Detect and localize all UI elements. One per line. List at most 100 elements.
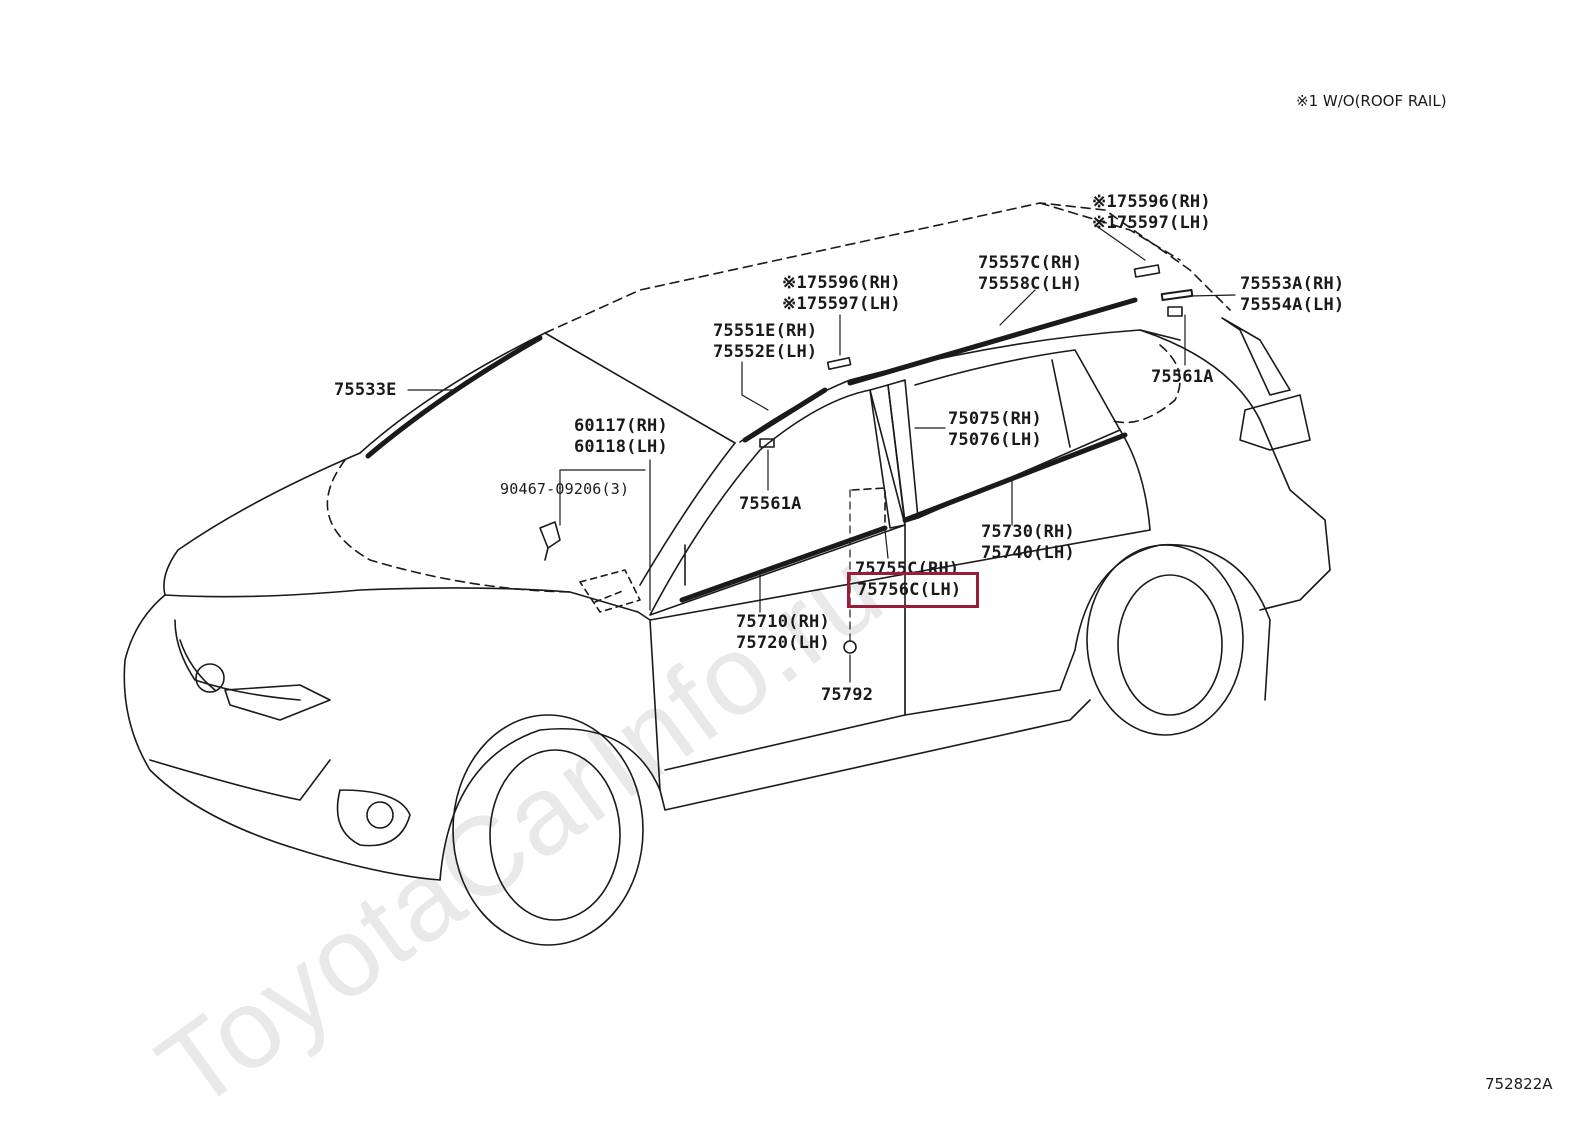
parts-diagram: ToyotaCarInfo.ru xyxy=(123,92,1553,1133)
b-pillar xyxy=(869,384,906,529)
grille-2 xyxy=(179,639,216,691)
headlight-circle xyxy=(195,663,225,693)
lower-bumper xyxy=(149,759,331,801)
rear-window xyxy=(914,349,1121,519)
fog-housing xyxy=(336,789,411,847)
label-90467: 90467-09206(3) xyxy=(500,479,629,500)
leader-75755 xyxy=(884,529,889,559)
part-75558: 75558C(LH) xyxy=(978,274,1083,294)
leader-90467 xyxy=(559,469,646,526)
rear-bumper xyxy=(1259,569,1331,611)
label-75561a: 75561A xyxy=(739,494,802,515)
front-rim xyxy=(489,749,621,921)
clip-90467 xyxy=(539,521,561,561)
highlight-75756 xyxy=(847,572,979,608)
part-75792: 75792 xyxy=(821,685,874,705)
label-75792: 75792 xyxy=(821,685,873,706)
label-75730: 75730(RH) 75740(LH) xyxy=(981,522,1075,564)
body-line xyxy=(649,529,1151,621)
part-75075: 75075(RH) xyxy=(948,409,1042,429)
part-75551: 75551E(RH) xyxy=(713,321,818,341)
part-75553: 75553A(RH) xyxy=(1240,274,1345,294)
mirror-base xyxy=(579,569,641,613)
rear-quarter xyxy=(1139,329,1331,571)
label-60117: 60117(RH) 60118(LH) xyxy=(574,416,668,458)
vehicle-drawing xyxy=(123,202,1331,946)
leader-75557 xyxy=(999,289,1036,326)
part-75755: 75755C(RH) xyxy=(855,559,960,573)
label-75596b: ※175596(RH) ※175597(LH) xyxy=(1092,192,1211,234)
rear-glass xyxy=(1221,317,1291,396)
leader-75551 xyxy=(741,361,769,411)
part-75596b: ※175596(RH) xyxy=(1092,192,1211,212)
rear-window-pillar xyxy=(1051,359,1071,448)
label-75596a: ※175596(RH) ※175597(LH) xyxy=(782,273,901,315)
label-75561b: 75561A xyxy=(1151,367,1214,388)
b-pillar-garnish xyxy=(887,379,919,523)
label-75551: 75551E(RH) 75552E(LH) xyxy=(713,321,817,363)
roof-clip-2 xyxy=(1133,264,1161,278)
roof-clip-1 xyxy=(826,356,852,370)
rear-door-body xyxy=(904,649,1076,716)
part-75076: 75076(LH) xyxy=(948,430,1042,450)
a-pillar-base xyxy=(637,611,661,791)
b-pillar-dash xyxy=(851,487,886,529)
rear-rim xyxy=(1117,574,1223,716)
part-75561a: 75561A xyxy=(739,494,802,514)
part-75554: 75554A(LH) xyxy=(1240,295,1345,315)
part-75720: 75720(LH) xyxy=(736,633,830,653)
rear-quarter-2 xyxy=(1119,429,1151,531)
roof-molding xyxy=(847,297,1138,386)
part-75756: 75756C(LH) xyxy=(857,580,962,600)
rear-lamp xyxy=(1239,394,1311,451)
roof-rail-note: ※1 W/O(ROOF RAIL) xyxy=(1296,92,1447,110)
leader-75553 xyxy=(1189,294,1236,297)
roof-end-molding xyxy=(1160,288,1194,302)
label-75756: 75756C(LH) xyxy=(857,580,961,601)
rocker-panel xyxy=(659,699,1091,811)
rear-door-belt xyxy=(902,432,1128,523)
front-door-belt xyxy=(679,525,888,603)
part-75597b: ※175597(LH) xyxy=(1092,213,1211,233)
grommet-75792 xyxy=(843,640,857,654)
label-75533: 75533E xyxy=(334,380,397,401)
part-75597a: ※175597(LH) xyxy=(782,294,901,314)
roof-edge xyxy=(1039,202,1181,261)
grille xyxy=(174,619,301,701)
label-75710: 75710(RH) 75720(LH) xyxy=(736,612,830,654)
label-75075: 75075(RH) 75076(LH) xyxy=(948,409,1042,451)
part-75710: 75710(RH) xyxy=(736,612,830,632)
hood-crease xyxy=(326,459,571,593)
front-wheel-arch xyxy=(439,728,661,881)
headlight xyxy=(224,684,331,721)
part-75730: 75730(RH) xyxy=(981,522,1075,542)
windshield-side xyxy=(639,442,736,586)
part-75561b: 75561A xyxy=(1151,367,1214,387)
part-60118: 60118(LH) xyxy=(574,437,668,457)
part-75740: 75740(LH) xyxy=(981,543,1075,563)
rear-wheel-arch xyxy=(1074,543,1271,701)
diagram-code: 752822A xyxy=(1485,1075,1553,1093)
label-75553: 75553A(RH) 75554A(LH) xyxy=(1240,274,1344,316)
mirror-base-2 xyxy=(594,589,626,603)
hood-top xyxy=(163,452,361,596)
leader-75596b xyxy=(1094,224,1146,261)
drip-clip-2 xyxy=(1167,306,1183,317)
windshield-molding xyxy=(365,335,543,459)
label-75557: 75557C(RH) 75558C(LH) xyxy=(978,253,1082,295)
rear-tire xyxy=(1086,544,1244,736)
part-75596a: ※175596(RH) xyxy=(782,273,901,293)
front-face xyxy=(123,594,441,881)
part-90467: 90467-09206(3) xyxy=(500,480,630,498)
part-60117: 60117(RH) xyxy=(574,416,668,436)
part-75557: 75557C(RH) xyxy=(978,253,1083,273)
fog-light xyxy=(366,801,394,829)
drip-clip-1 xyxy=(759,438,775,448)
windshield-top xyxy=(359,332,736,454)
front-window xyxy=(649,389,906,616)
front-tire xyxy=(452,714,644,946)
front-drip-molding xyxy=(742,387,828,443)
roof-outline xyxy=(544,202,1231,334)
label-75755: 75755C(RH) xyxy=(855,559,959,573)
rear-dash xyxy=(1109,344,1181,424)
